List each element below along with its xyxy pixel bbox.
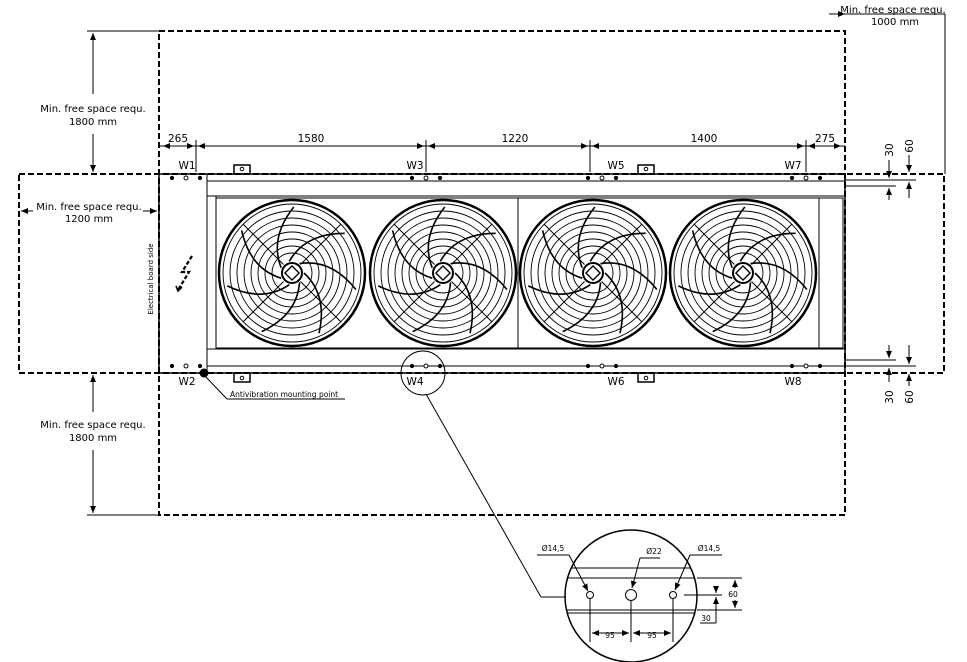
clearance-left-line2: 1200 mm [65,214,113,225]
mounting-hole [169,175,175,181]
mounting-hole [423,363,429,369]
clearance-right-line2: 1000 mm [871,17,919,28]
mount-label-w1: W1 [178,160,195,172]
fan-1 [217,198,367,348]
detail-offset-60: 60 [728,590,738,599]
lifting-lug [637,372,655,383]
mounting-hole [183,175,189,181]
mounting-hole [183,363,189,369]
mount-label-w8: W8 [784,376,801,388]
mounting-hole [789,363,795,369]
mounting-hole [409,175,415,181]
lifting-lug [233,164,251,175]
dimension-chain: 265 1580 1220 1400 275 [159,133,845,172]
mounting-hole [789,175,795,181]
mounting-hole [803,175,809,181]
mounting-hole [599,363,605,369]
lifting-lug [233,372,251,383]
clearance-top-line1: Min. free space requ. [40,104,145,115]
mount-label-w5: W5 [607,160,624,172]
mounting-hole [409,363,415,369]
detail-offset-30: 30 [701,614,711,623]
clearance-left-line1: Min. free space requ. [36,202,141,213]
mounting-hole [437,175,443,181]
mounting-hole [585,363,591,369]
mounting-hole [423,175,429,181]
dim-1400: 1400 [691,133,718,145]
mounting-hole [613,363,619,369]
antivibration-label: Antivibration mounting point [230,390,338,399]
mount-label-w7: W7 [784,160,801,172]
mounting-hole [585,175,591,181]
mounting-holes [169,175,823,369]
detail-label-hole-center: Ø22 [646,547,662,556]
clearance-right: Min. free space requ. 1000 mm [829,5,946,174]
mounting-hole [817,175,823,181]
dim-right-bottom-30: 30 [884,390,896,403]
clearance-top-line2: 1800 mm [69,117,117,128]
mounting-hole [197,175,203,181]
fan-3 [518,198,668,348]
clearance-bottom-line1: Min. free space requ. [40,420,145,431]
dim-275: 275 [815,133,835,145]
detail-spacing-left: 95 [605,631,615,640]
fan-array [217,198,818,348]
dim-right-top-60: 60 [904,139,916,152]
mounting-hole [197,363,203,369]
detail-marker-circle [400,350,446,396]
dim-1220: 1220 [502,133,529,145]
mount-label-w4: W4 [406,376,423,388]
clearance-left: Min. free space requ. 1200 mm [21,202,157,225]
detail-hole-right [669,591,677,599]
detail-hole-left [586,591,594,599]
clearance-bottom: Min. free space requ. 1800 mm [40,375,159,516]
mounting-hole [803,363,809,369]
lifting-lug [637,164,655,175]
right-edge-dimensions: 30 60 30 60 [845,139,916,404]
antivibration-mount-icon [199,368,209,378]
clearance-bottom-line2: 1800 mm [69,433,117,444]
detail-hole-center [625,589,637,601]
clearance-right-line1: Min. free space requ. [840,5,945,16]
antivibration-callout: Antivibration mounting point [199,368,345,400]
fan-4 [668,198,818,348]
mounting-hole [169,363,175,369]
mounting-hole [613,175,619,181]
electrical-board-side-label: Electrical board side [147,243,155,314]
detail-label-hole-left: Ø14,5 [542,544,565,553]
detail-view-circle [564,529,698,662]
mounting-labels: W1 W3 W5 W7 W2 W4 W6 W8 [178,160,801,388]
dim-265: 265 [168,133,188,145]
fan-2 [368,198,518,348]
mount-label-w2: W2 [178,376,195,388]
detail-label-hole-right: Ø14,5 [698,544,721,553]
dim-right-top-30: 30 [884,143,896,156]
dim-right-bottom-60: 60 [904,390,916,403]
electrical-hazard-icon [177,255,193,291]
detail-callout: Ø14,5 Ø22 Ø14,5 95 95 60 30 [400,350,742,662]
mount-label-w6: W6 [607,376,624,388]
mounting-hole [437,363,443,369]
clearance-top: Min. free space requ. 1800 mm [40,30,159,172]
mount-label-w3: W3 [406,160,423,172]
detail-spacing-right: 95 [647,631,657,640]
mounting-hole [599,175,605,181]
unit-body: Electrical board side [147,164,846,383]
dim-1580: 1580 [298,133,325,145]
mounting-hole [817,363,823,369]
